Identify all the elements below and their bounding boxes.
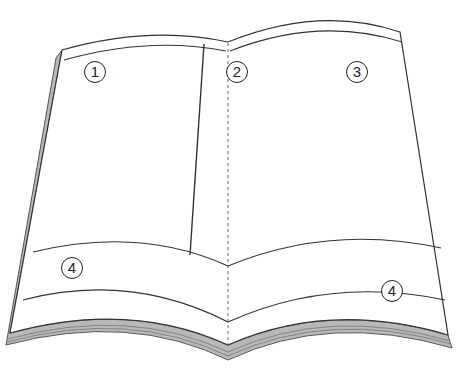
callout-number: 2 [226,61,248,83]
top-margin-line [230,31,402,51]
top-margin-line [64,45,226,60]
callout-number: 3 [346,61,368,83]
book-pages [10,21,448,345]
callout-number: 4 [381,280,403,302]
callout-number: 4 [61,257,83,279]
region-divider [190,44,204,255]
callout-number: 1 [84,61,106,83]
region-line [33,239,441,266]
spine-fold [228,43,229,344]
